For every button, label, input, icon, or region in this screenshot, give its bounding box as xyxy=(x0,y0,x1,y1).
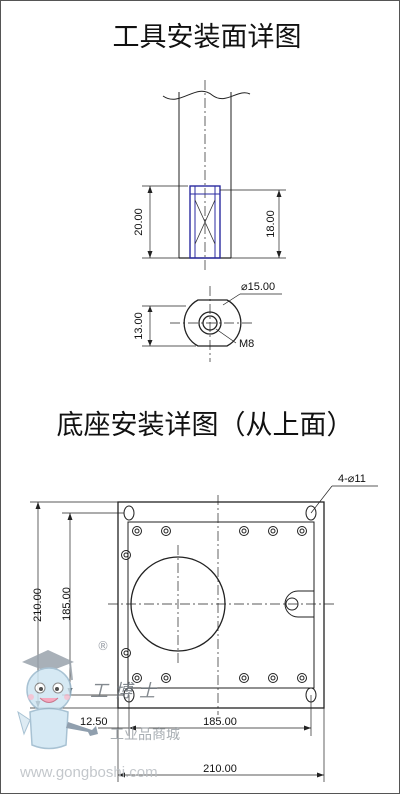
dim-12-50: 12.50 xyxy=(80,716,129,729)
dim-diameter-label: ⌀15.00 xyxy=(241,281,275,293)
dim-185-horizontal: 185.00 xyxy=(128,695,312,736)
dim-thread-label: M8 xyxy=(239,338,254,350)
insert-box xyxy=(189,185,221,259)
brand-text: 工博士 xyxy=(90,681,162,702)
bolt-holes xyxy=(121,526,307,683)
dim-left-height-label: 20.00 xyxy=(133,208,145,236)
registered-mark: ® xyxy=(97,639,109,653)
dim-holes: 4-⌀11 xyxy=(310,473,378,514)
dim-edge-offset-label: 12.50 xyxy=(80,716,108,728)
dim-right-height-label: 18.00 xyxy=(265,210,277,238)
dim-inner-height-label: 185.00 xyxy=(61,587,73,621)
url-text: www.gongboshi.com xyxy=(19,764,158,781)
tagline-text: 工业品商城 xyxy=(110,727,180,743)
mascot-icon xyxy=(17,650,98,750)
dim-210-horizontal: 210.00 xyxy=(117,708,325,782)
base-inner-outline xyxy=(127,521,315,689)
base-plate xyxy=(108,495,334,715)
dim-13: 13.00 xyxy=(133,305,196,347)
tool-side-view xyxy=(162,80,251,270)
dim-flange-height-label: 13.00 xyxy=(133,312,145,340)
tool-flange-view: ⌀15.00 M8 xyxy=(170,281,282,362)
tool-detail-title: 工具安装面详图 xyxy=(113,22,302,53)
dim-20: 20.00 xyxy=(133,185,188,259)
dim-inner-width-label: 185.00 xyxy=(203,716,237,728)
dim-18: 18.00 xyxy=(220,189,286,259)
watermark: ® 工博士 工业品商城 www.gongboshi.com xyxy=(17,639,180,781)
dim-outer-width-label: 210.00 xyxy=(203,763,237,775)
base-outer-outline xyxy=(117,501,325,709)
dim-outer-height-label: 210.00 xyxy=(32,588,44,622)
dim-holes-label: 4-⌀11 xyxy=(338,473,366,485)
base-detail-title: 底座安装详图（从上面） xyxy=(57,410,354,441)
